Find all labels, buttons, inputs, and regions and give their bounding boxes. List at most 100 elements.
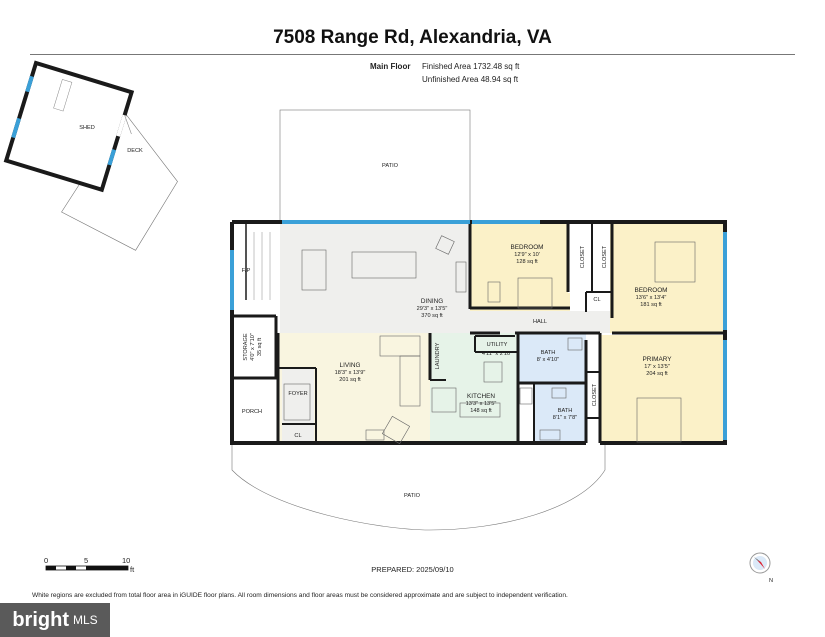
- compass-icon: [749, 552, 771, 574]
- bedroom2-dims: 13'6" x 13'4": [636, 295, 667, 301]
- cl-foyer-label: CL: [294, 433, 301, 439]
- patio-top-label: PATIO: [382, 163, 399, 169]
- brand-watermark: bright MLS: [0, 603, 110, 637]
- bath2-dims: 8'1" x 7'8": [553, 415, 577, 421]
- scale-bar: [45, 565, 129, 571]
- dining-chair: [435, 235, 455, 255]
- scale-tick-5: 5: [84, 556, 89, 565]
- primary-bed: [636, 397, 682, 443]
- patio-top-outline: [279, 109, 471, 223]
- closet3-label: CLOSET: [592, 383, 598, 406]
- bath2-toilet: [551, 387, 567, 399]
- foyer-label: FOYER: [288, 391, 307, 397]
- shed-door: [116, 114, 127, 137]
- patio-bottom-label: PATIO: [404, 493, 421, 499]
- kitchen-area: 148 sq ft: [470, 408, 492, 414]
- bedroom1-bed: [517, 277, 553, 309]
- disclaimer: White regions are excluded from total fl…: [32, 592, 568, 599]
- laundry-label: LAUNDRY: [435, 342, 441, 369]
- page-title: 7508 Range Rd, Alexandria, VA: [273, 27, 552, 48]
- bath1-sink: [567, 337, 583, 351]
- closet2-label: CLOSET: [602, 245, 608, 268]
- storage-fill: [240, 318, 274, 374]
- living-name: LIVING: [340, 362, 361, 369]
- bedroom2-fill: [610, 223, 725, 333]
- shed-window-2: [11, 117, 21, 139]
- bedroom1-desk: [487, 281, 501, 303]
- bath2-vanity: [539, 429, 561, 441]
- watermark-suffix: MLS: [72, 613, 98, 627]
- windows: [230, 220, 727, 440]
- kitchen-range: [483, 361, 503, 383]
- kitchen-dims: 13'3" x 13'5": [466, 401, 497, 407]
- shed-label: SHED: [79, 125, 95, 131]
- shed-window-3: [107, 149, 117, 166]
- closet1-label: CLOSET: [580, 245, 586, 268]
- bedroom2-name: BEDROOM: [634, 287, 667, 294]
- storage-name: STORAGE: [243, 333, 249, 361]
- finished-area: Finished Area 1732.48 sq ft: [422, 62, 520, 71]
- shed-walls: [3, 60, 135, 193]
- closet1-label-group: CLOSET: [580, 245, 586, 268]
- hall-fill: [470, 311, 610, 333]
- bath1-tub: [519, 387, 533, 405]
- compass-north-label: N: [769, 578, 773, 584]
- dining-dims: 29'3" x 13'5": [417, 306, 448, 312]
- porch-label: PORCH: [242, 409, 262, 415]
- living-table: [365, 429, 385, 441]
- bedroom1-area: 128 sq ft: [516, 259, 538, 265]
- cl-hall-label: CL: [593, 297, 600, 303]
- foyer-bench: [283, 383, 311, 421]
- living-area: 201 sq ft: [339, 377, 361, 383]
- living-chair: [381, 415, 411, 445]
- storage-area: 35 sq ft: [257, 337, 263, 356]
- storage-dims: 4'0" x 7'10": [250, 333, 256, 361]
- laundry-label-group: LAUNDRY: [435, 342, 441, 369]
- bath1-fill: [518, 333, 586, 383]
- foyer-fill: [282, 367, 314, 443]
- furniture: [283, 235, 696, 445]
- dining-sofa: [301, 249, 327, 291]
- patio-bottom-outline: [231, 445, 606, 531]
- scale-tick-10: 10: [122, 556, 131, 565]
- bath2-name: BATH: [558, 408, 573, 414]
- dining-name: DINING: [421, 298, 443, 305]
- scale-tick-0: 0: [44, 556, 49, 565]
- closets-fill: [568, 223, 612, 293]
- area-summary: Main Floor Finished Area 1732.48 sq ft Un…: [370, 60, 519, 86]
- storage-label-group: STORAGE 4'0" x 7'10" 35 sq ft: [243, 333, 263, 361]
- prepared-date: PREPARED: 2025/09/10: [371, 565, 454, 574]
- fp-label: F/P: [242, 268, 251, 274]
- dining-table: [351, 251, 417, 279]
- shed-shelf: [53, 79, 73, 112]
- scale-unit: ft: [130, 565, 135, 574]
- dining-cabinet: [455, 261, 467, 293]
- hall-label: HALL: [533, 319, 547, 325]
- bedroom2-bed: [654, 241, 696, 283]
- living-dims: 18'3" x 13'9": [335, 370, 366, 376]
- fp-stair-lines: [253, 232, 271, 300]
- dining-area: 370 sq ft: [421, 313, 443, 319]
- primary-dims: 17' x 13'5": [644, 364, 670, 370]
- primary-name: PRIMARY: [642, 356, 672, 363]
- utility-dims: 4'11" x 2'10": [482, 351, 512, 357]
- primary-area: 204 sq ft: [646, 371, 668, 377]
- primary-fill: [600, 335, 725, 443]
- title-divider: [30, 54, 795, 55]
- bedroom1-name: BEDROOM: [510, 244, 543, 251]
- closet2-label-group: CLOSET: [602, 245, 608, 268]
- shed-door-swing: [124, 115, 132, 135]
- bath1-name: BATH: [541, 350, 556, 356]
- deck-label: DECK: [127, 148, 143, 154]
- bath1-dims: 8' x 4'10": [537, 357, 559, 363]
- unfinished-area: Unfinished Area 48.94 sq ft: [422, 75, 519, 84]
- kitchen-name: KITCHEN: [467, 393, 495, 400]
- shed-deck-group: [3, 60, 178, 251]
- bedroom1-dims: 12'9" x 10': [514, 252, 540, 258]
- bedroom2-area: 181 sq ft: [640, 302, 662, 308]
- bedroom1-fill: [470, 223, 570, 311]
- living-sofa-side: [399, 355, 421, 407]
- floor-label: Main Floor: [370, 62, 411, 71]
- kitchen-island: [459, 402, 501, 418]
